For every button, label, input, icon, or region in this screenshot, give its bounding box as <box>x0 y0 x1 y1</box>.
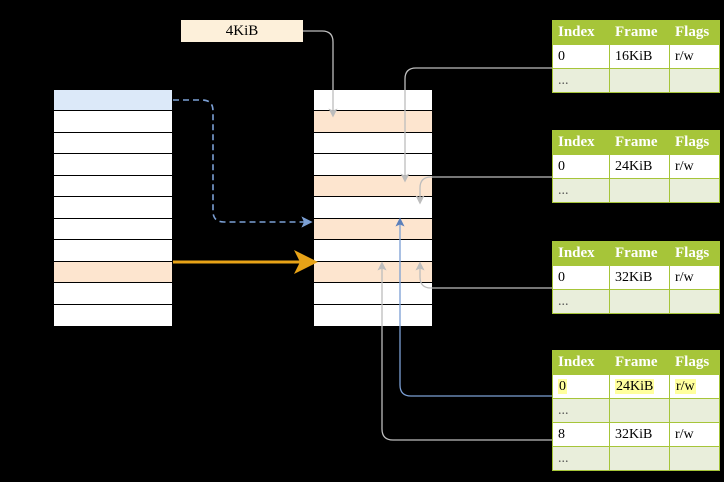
physical-frame-row-3[interactable] <box>314 154 432 176</box>
cell-flags: r/w <box>669 44 720 69</box>
cell-frame: 24KiB <box>609 374 670 399</box>
table-row-ellipsis[interactable]: ... <box>552 446 720 471</box>
cell-flags: r/w <box>669 422 720 447</box>
cell-index: 8 <box>552 422 610 447</box>
header-flags: Flags <box>669 350 720 375</box>
cell-flags-value: r/w <box>675 378 696 394</box>
header-frame: Frame <box>609 20 670 45</box>
physical-frame-row-5[interactable] <box>314 197 432 219</box>
page-table-4: Index Frame Flags 0 24KiB r/w ... 8 32Ki… <box>552 350 720 471</box>
virtual-page-row-10[interactable] <box>54 304 172 326</box>
cell-flags <box>669 446 720 471</box>
cell-flags: r/w <box>669 265 720 290</box>
cell-flags <box>669 178 720 203</box>
cell-frame: 32KiB <box>609 265 670 290</box>
cell-flags <box>669 289 720 314</box>
cell-index: 0 <box>552 374 610 399</box>
physical-frame-row-2[interactable] <box>314 132 432 155</box>
cell-index: ... <box>552 178 610 203</box>
cell-frame <box>609 289 670 314</box>
table-row-ellipsis[interactable]: ... <box>552 178 720 203</box>
physical-frame-row-1[interactable] <box>314 111 432 133</box>
virtual-page-row-5[interactable] <box>54 197 172 219</box>
table-row-ellipsis[interactable]: ... <box>552 398 720 423</box>
cell-flags <box>669 68 720 93</box>
virtual-page-row-7[interactable] <box>54 240 172 262</box>
header-index: Index <box>552 350 610 375</box>
virtual-page-row-6[interactable] <box>54 218 172 241</box>
physical-frame-row-6[interactable] <box>314 218 432 241</box>
physical-memory-column <box>313 89 433 327</box>
physical-frame-row-10[interactable] <box>314 304 432 326</box>
cell-index: ... <box>552 68 610 93</box>
cell-frame: 24KiB <box>609 154 670 179</box>
cell-index: 0 <box>552 44 610 69</box>
page-table-3-header-row: Index Frame Flags <box>552 241 720 266</box>
connector-virtpage0-to-frame24k <box>173 99 313 228</box>
table-row[interactable]: 0 32KiB r/w <box>552 265 720 290</box>
header-index: Index <box>552 241 610 266</box>
table-row-ellipsis[interactable]: ... <box>552 289 720 314</box>
header-flags: Flags <box>669 20 720 45</box>
cell-frame: 32KiB <box>609 422 670 447</box>
page-size-label: 4KiB <box>181 20 303 42</box>
header-flags: Flags <box>669 130 720 155</box>
physical-frame-row-0[interactable] <box>314 90 432 112</box>
connector-pt2-to-frame24k <box>415 176 552 205</box>
cell-index: ... <box>552 446 610 471</box>
cell-frame: 16KiB <box>609 44 670 69</box>
header-flags: Flags <box>669 241 720 266</box>
header-index: Index <box>552 130 610 155</box>
cell-flags <box>669 398 720 423</box>
page-table-1-header-row: Index Frame Flags <box>552 20 720 45</box>
cell-index: 0 <box>552 154 610 179</box>
header-frame: Frame <box>609 130 670 155</box>
header-frame: Frame <box>609 241 670 266</box>
cell-frame <box>609 446 670 471</box>
page-table-2: Index Frame Flags 0 24KiB r/w ... <box>552 130 720 203</box>
physical-frame-row-8[interactable] <box>314 261 432 284</box>
cell-flags: r/w <box>669 374 720 399</box>
physical-frame-row-7[interactable] <box>314 240 432 262</box>
page-table-2-header-row: Index Frame Flags <box>552 130 720 155</box>
virtual-page-row-9[interactable] <box>54 283 172 305</box>
physical-frame-row-9[interactable] <box>314 283 432 305</box>
page-table-3: Index Frame Flags 0 32KiB r/w ... <box>552 241 720 314</box>
cell-frame <box>609 178 670 203</box>
table-row[interactable]: 0 24KiB r/w <box>552 154 720 179</box>
header-frame: Frame <box>609 350 670 375</box>
cell-index: ... <box>552 289 610 314</box>
cell-frame <box>609 68 670 93</box>
table-row[interactable]: 0 16KiB r/w <box>552 44 720 69</box>
page-table-1: Index Frame Flags 0 16KiB r/w ... <box>552 20 720 93</box>
cell-frame <box>609 398 670 423</box>
table-row-ellipsis[interactable]: ... <box>552 68 720 93</box>
virtual-page-row-8[interactable] <box>54 261 172 284</box>
connector-pt3-to-frame32k <box>415 261 552 289</box>
virtual-page-row-0[interactable] <box>54 90 172 112</box>
physical-frame-row-4[interactable] <box>314 175 432 198</box>
table-row-highlighted[interactable]: 0 24KiB r/w <box>552 374 720 399</box>
virtual-page-row-3[interactable] <box>54 154 172 176</box>
cell-index: 0 <box>552 265 610 290</box>
page-table-4-header-row: Index Frame Flags <box>552 350 720 375</box>
header-index: Index <box>552 20 610 45</box>
cell-index-value: 0 <box>558 378 567 394</box>
table-row[interactable]: 8 32KiB r/w <box>552 422 720 447</box>
cell-frame-value: 24KiB <box>615 378 655 394</box>
virtual-page-row-2[interactable] <box>54 132 172 155</box>
cell-index: ... <box>552 398 610 423</box>
virtual-address-space-column <box>53 89 173 327</box>
cell-flags: r/w <box>669 154 720 179</box>
virtual-page-row-4[interactable] <box>54 175 172 198</box>
virtual-page-row-1[interactable] <box>54 111 172 133</box>
